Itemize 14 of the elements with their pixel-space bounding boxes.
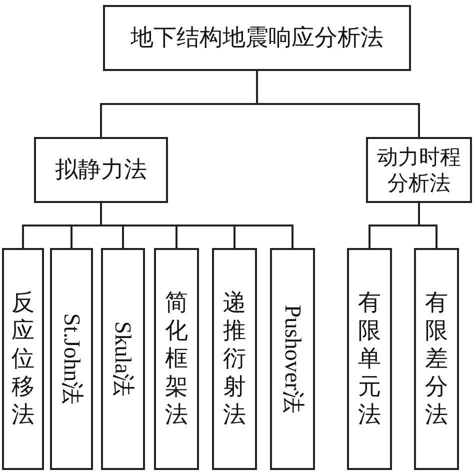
method-box: 有限差分法 xyxy=(414,248,459,470)
method-box: 有限单元法 xyxy=(347,248,392,470)
method-box: 简化框架法 xyxy=(154,248,199,470)
method-box: St.John法 xyxy=(50,248,93,470)
category-box: 拟静力法 xyxy=(34,137,168,203)
method-box: Skula法 xyxy=(101,248,145,470)
method-box: Pushover法 xyxy=(270,248,315,470)
connector-line xyxy=(418,203,438,248)
title-box: 地下结构地震响应分析法 xyxy=(103,5,411,71)
method-box: 递推衍射法 xyxy=(212,248,257,470)
method-box: 反应位移法 xyxy=(2,248,44,470)
category-box: 动力时程分析法 xyxy=(366,137,472,203)
connector-line xyxy=(256,71,420,137)
connector-line xyxy=(100,203,294,248)
